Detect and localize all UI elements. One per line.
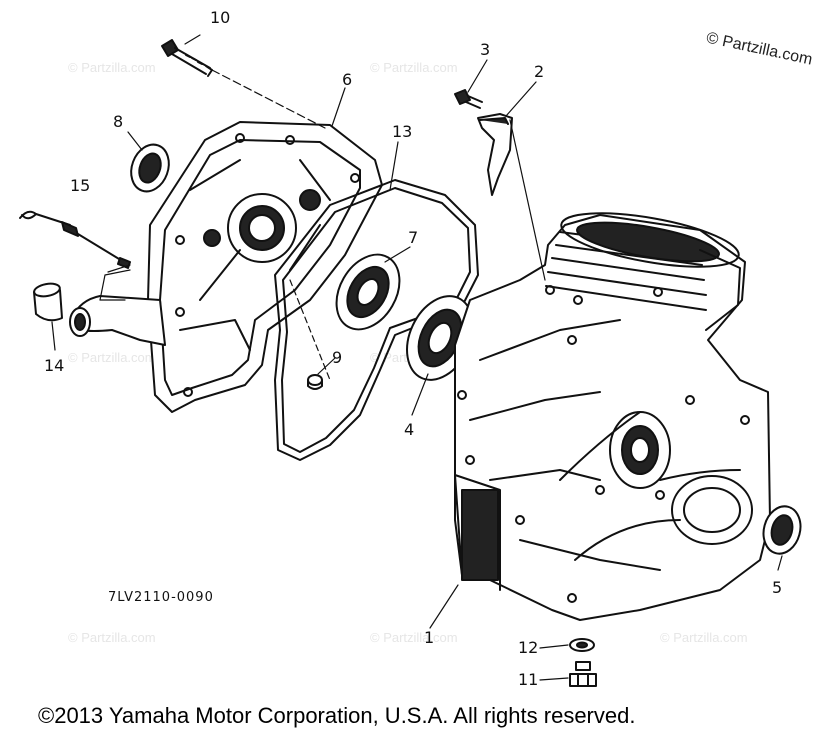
callout-1: 1	[424, 628, 435, 647]
leader-line	[539, 677, 569, 681]
callout-11: 11	[518, 670, 539, 689]
callout-4: 4	[404, 420, 415, 439]
callout-15: 15	[70, 176, 91, 195]
leader-line	[107, 264, 131, 273]
watermark: © Partzilla.com	[68, 60, 156, 75]
callout-2: 2	[534, 62, 545, 81]
watermark: © Partzilla.com	[660, 630, 748, 645]
wire-part-15	[19, 210, 131, 269]
callout-13: 13	[392, 122, 413, 141]
leader-line	[509, 119, 546, 281]
bearing-part-7	[335, 253, 401, 331]
leader-line	[331, 87, 346, 127]
callout-8: 8	[113, 112, 124, 131]
crankcase-cover-part-6	[147, 121, 383, 413]
leader-line	[467, 59, 488, 93]
callout-14: 14	[44, 356, 65, 375]
leader-line	[384, 246, 411, 263]
watermark: © Partzilla.com	[370, 60, 458, 75]
leader-line	[539, 644, 569, 649]
leader-line	[211, 69, 326, 129]
leader-line	[389, 141, 399, 191]
callout-12: 12	[518, 638, 539, 657]
leader-line	[505, 81, 537, 117]
watermark: © Partzilla.com	[370, 630, 458, 645]
guide-part-2	[477, 113, 513, 196]
leader-line	[411, 373, 429, 416]
drain-plug-part-11	[569, 661, 597, 687]
cap-part-14	[33, 282, 63, 322]
leader-line	[127, 131, 143, 151]
callout-6: 6	[342, 70, 353, 89]
dowel-pin-part-9	[307, 374, 323, 390]
bolt-part-10	[161, 39, 213, 77]
watermark: © Partzilla.com	[68, 350, 156, 365]
callout-9: 9	[332, 348, 343, 367]
leader-line	[51, 321, 56, 351]
copyright-notice: ©2013 Yamaha Motor Corporation, U.S.A. A…	[38, 703, 636, 728]
leader-line	[317, 357, 336, 375]
bolt-part-3	[454, 89, 483, 109]
callout-3: 3	[480, 40, 491, 59]
diagram-code: 7LV2110-0090	[108, 590, 214, 605]
leader-line	[429, 584, 459, 629]
crankcase-part-1	[454, 212, 771, 621]
callout-10: 10	[210, 8, 231, 27]
watermark: © Partzilla.com	[68, 630, 156, 645]
leader-line	[289, 279, 331, 381]
leader-line	[184, 34, 201, 45]
leader-line	[777, 555, 783, 571]
callout-5: 5	[772, 578, 783, 597]
oil-seal-part-5	[762, 505, 802, 555]
gasket-part-13	[274, 179, 479, 461]
callout-7: 7	[408, 228, 419, 247]
leader-line	[99, 269, 131, 301]
oil-seal-part-8	[130, 143, 170, 193]
pipe-part-14	[69, 295, 166, 346]
washer-part-12	[569, 638, 595, 652]
